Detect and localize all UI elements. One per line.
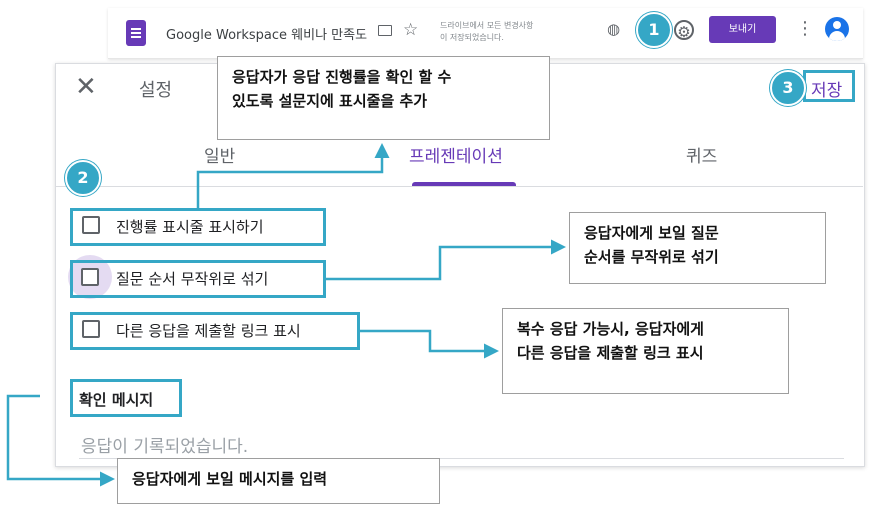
dialog-title: 설정	[139, 80, 173, 101]
resubmit-link-label: 다른 응답을 제출할 링크 표시	[116, 322, 301, 340]
arrow-message	[6, 394, 115, 487]
palette-icon[interactable]: ◍	[607, 20, 621, 38]
callout-shuffle: 응답자에게 보일 질문 순서를 무작위로 섞기	[569, 212, 826, 284]
folder-icon[interactable]	[378, 25, 392, 36]
progress-bar-label: 진행률 표시줄 표시하기	[116, 218, 264, 236]
close-icon[interactable]: ✕	[75, 72, 97, 102]
step-badge-1: 1	[636, 12, 672, 48]
save-status: 드라이브에서 모든 변경사항 이 저장되었습니다.	[440, 20, 580, 44]
forms-logo-icon[interactable]	[126, 20, 146, 46]
arrow-resubmit	[360, 329, 499, 359]
arrow-progress	[196, 143, 390, 208]
shuffle-questions-label: 질문 순서 무작위로 섞기	[116, 270, 269, 288]
callout-message: 응답자에게 보일 메시지를 입력	[117, 458, 440, 504]
step-badge-3: 3	[770, 70, 806, 106]
confirmation-message-text[interactable]: 응답이 기록되었습니다.	[81, 437, 249, 457]
confirmation-heading: 확인 메시지	[79, 391, 154, 409]
avatar[interactable]	[825, 17, 849, 41]
save-button[interactable]: 저장	[811, 81, 843, 101]
callout-resubmit: 복수 응답 가능시, 응답자에게 다른 응답을 제출할 링크 표시	[502, 308, 789, 394]
confirmation-message-input[interactable]	[79, 428, 844, 459]
callout-line: 다른 응답을 제출할 링크 표시	[517, 344, 704, 362]
callout-line: 응답자에게 보일 질문	[584, 224, 719, 242]
callout-line: 있도록 설문지에 표시줄을 추가	[232, 92, 428, 110]
callout-line: 순서를 무작위로 섞기	[584, 248, 719, 266]
shuffle-questions-checkbox[interactable]	[81, 268, 99, 286]
highlight-resubmit-option	[70, 312, 360, 350]
tab-quiz[interactable]: 퀴즈	[686, 147, 718, 167]
more-vert-icon[interactable]: ⋮	[796, 18, 814, 39]
arrow-shuffle	[326, 239, 566, 281]
resubmit-link-checkbox[interactable]	[82, 320, 100, 338]
send-button[interactable]: 보내기	[709, 16, 776, 43]
highlight-progress-option	[70, 208, 326, 246]
document-title[interactable]: Google Workspace 웨비나 만족도	[166, 28, 368, 43]
star-icon[interactable]: ☆	[403, 20, 419, 40]
step-badge-2: 2	[65, 160, 101, 196]
tab-presentation[interactable]: 프레젠테이션	[409, 147, 503, 167]
active-tab-indicator	[412, 182, 516, 186]
callout-line: 응답자에게 보일 메시지를 입력	[132, 470, 328, 488]
progress-bar-checkbox[interactable]	[82, 216, 100, 234]
tabs-divider	[55, 186, 863, 187]
highlight-confirmation-heading	[70, 379, 182, 417]
save-status-line: 드라이브에서 모든 변경사항	[440, 21, 534, 30]
highlight-shuffle-option	[70, 260, 326, 298]
callout-line: 응답자가 응답 진행률을 확인 할 수	[232, 68, 452, 86]
callout-line: 복수 응답 가능시, 응답자에게	[517, 320, 704, 338]
tab-general[interactable]: 일반	[204, 147, 236, 167]
callout-progress-bar: 응답자가 응답 진행률을 확인 할 수 있도록 설문지에 표시줄을 추가	[217, 56, 550, 140]
gear-icon[interactable]: ⚙	[674, 20, 694, 41]
save-status-line: 이 저장되었습니다.	[440, 33, 504, 42]
